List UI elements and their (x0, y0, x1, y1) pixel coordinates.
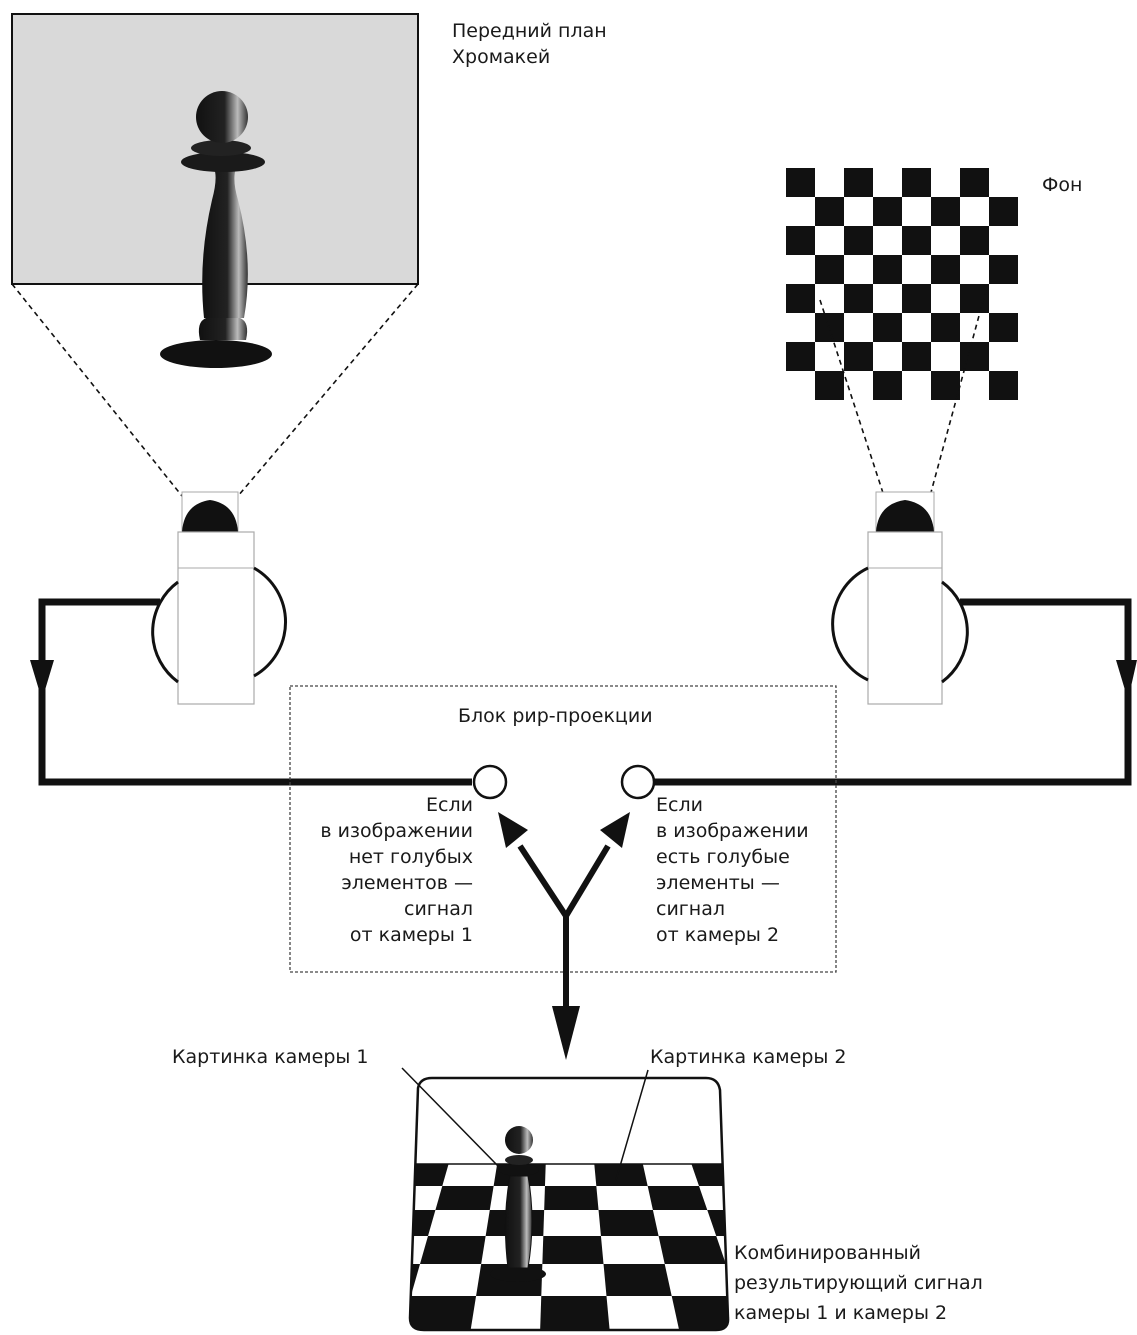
checker-square (931, 371, 960, 400)
left-condition-line: от камеры 1 (349, 924, 473, 946)
monitor-checker-square (410, 1264, 420, 1296)
checker-square (931, 255, 960, 284)
checker-square (844, 226, 873, 255)
switch-arrow-head-right (600, 812, 630, 848)
camera2-view-line-left (819, 299, 885, 497)
monitor-checker-square (647, 1186, 708, 1210)
checker-square (960, 284, 989, 313)
camera1-wire-arrowhead (30, 660, 54, 700)
checker-square (931, 197, 960, 226)
checker-square (902, 226, 931, 255)
checker-square (786, 226, 815, 255)
output-arrow-head (552, 1006, 580, 1060)
checker-square (960, 342, 989, 371)
checker-square (815, 255, 844, 284)
monitor-checker-square (410, 1296, 477, 1330)
left-condition-text: Если в изображении нет голубых элементов… (320, 792, 473, 948)
right-condition-line: Если (656, 794, 703, 816)
input-node-camera1 (472, 764, 508, 800)
checker-square (873, 255, 902, 284)
checker-square (989, 313, 1018, 342)
checker-square (902, 168, 931, 197)
foreground-label-line1: Передний план (452, 20, 607, 42)
result-signal-label: Комбинированный результирующий сигнал ка… (734, 1238, 983, 1328)
camera2-wire-arrowhead (1116, 660, 1137, 700)
checker-square (989, 197, 1018, 226)
foreground-label-line2: Хромакей (452, 46, 551, 68)
monitor-checker-square (707, 1210, 729, 1236)
checker-square (786, 168, 815, 197)
foreground-panel (11, 13, 419, 368)
left-condition-line: сигнал (404, 898, 473, 920)
leader-camera2 (615, 1069, 649, 1181)
checker-square (960, 168, 989, 197)
monitor-checker-square (603, 1264, 672, 1296)
monitor-checker-square (598, 1210, 659, 1236)
checkerboard-background (786, 168, 1018, 400)
right-condition-line: элементы — (656, 872, 780, 894)
monitor-pawn (490, 1126, 546, 1282)
input-node-camera2 (620, 764, 656, 800)
checker-square (815, 197, 844, 226)
left-condition-line: элементов — (341, 872, 473, 894)
checker-square (873, 313, 902, 342)
right-condition-line: есть голубые (656, 846, 790, 868)
checker-square (844, 168, 873, 197)
result-label-line: камеры 1 и камеры 2 (734, 1302, 948, 1324)
pawn-figure (160, 91, 272, 368)
foreground-label: Передний план Хромакей (452, 18, 607, 70)
camera2 (831, 491, 969, 705)
left-condition-line: в изображении (320, 820, 473, 842)
result-label-line: результирующий сигнал (734, 1272, 983, 1294)
checker-square (873, 197, 902, 226)
right-condition-line: сигнал (656, 898, 725, 920)
monitor-checker-square (410, 1164, 449, 1186)
camera1-signal-wire (38, 598, 472, 786)
result-label-line: Комбинированный (734, 1242, 922, 1264)
checker-square (989, 255, 1018, 284)
left-condition-line: нет голубых (348, 846, 473, 868)
right-condition-text: Если в изображении есть голубые элементы… (656, 792, 809, 948)
monitor-checker-square (420, 1236, 486, 1264)
camera1-view-line-right (237, 283, 419, 497)
monitor-checker-square (594, 1164, 648, 1186)
monitor-checker-square (410, 1210, 436, 1236)
switch-arrow-head-left (498, 812, 528, 848)
monitor-checker-square (435, 1186, 494, 1210)
monitor-checker-square (658, 1236, 726, 1264)
monitor-checker-square (544, 1186, 599, 1210)
checker-square (786, 342, 815, 371)
checker-square (960, 226, 989, 255)
right-condition-line: от камеры 2 (656, 924, 780, 946)
checker-square (902, 342, 931, 371)
monitor-checker-square (542, 1236, 604, 1264)
monitor-checker-square (691, 1164, 729, 1186)
leader-camera1 (401, 1067, 499, 1167)
monitor-checker-square (540, 1296, 610, 1330)
camera1 (151, 491, 288, 705)
monitor-checker-square (671, 1296, 729, 1330)
switch-block-title: Блок рир-проекции (458, 705, 653, 727)
left-condition-line: Если (426, 794, 473, 816)
checker-square (931, 313, 960, 342)
camera1-picture-label: Картинка камеры 1 (172, 1046, 369, 1068)
result-monitor (408, 1076, 730, 1332)
background-label: Фон (1042, 174, 1083, 196)
camera1-view-line-left (11, 283, 183, 497)
checker-square (844, 284, 873, 313)
switch-arrows (517, 844, 611, 1010)
camera2-picture-label: Картинка камеры 2 (650, 1046, 847, 1068)
checker-square (786, 284, 815, 313)
right-condition-line: в изображении (656, 820, 809, 842)
checker-square (989, 371, 1018, 400)
checker-square (844, 342, 873, 371)
checker-square (873, 371, 902, 400)
checker-square (815, 371, 844, 400)
checker-square (902, 284, 931, 313)
